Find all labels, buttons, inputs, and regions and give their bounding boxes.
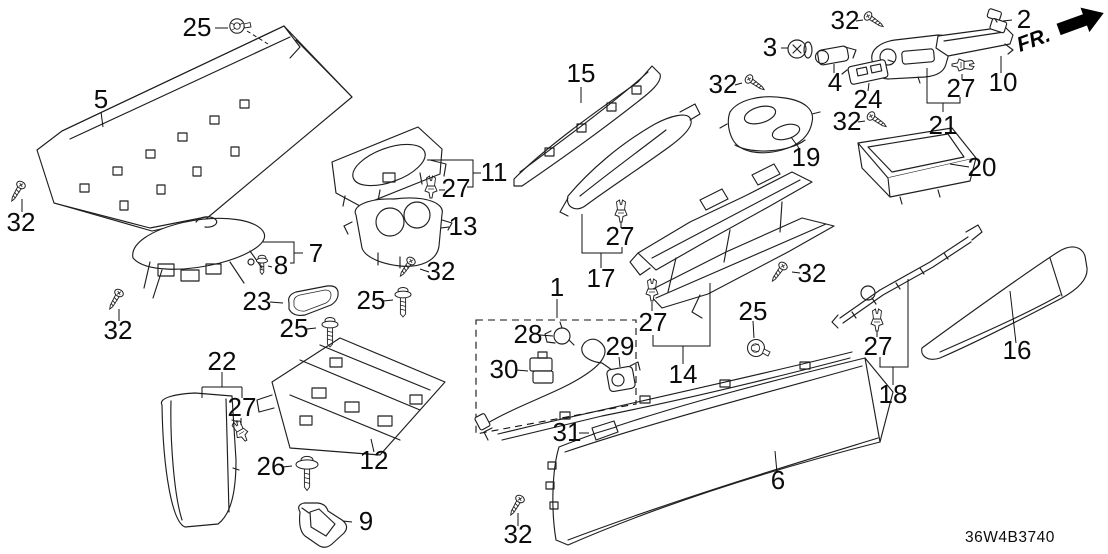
part-17-side-trim-garnish [559, 103, 701, 217]
part-9-console-bracket-hook [298, 502, 348, 548]
part-13-cup-holder [343, 197, 453, 269]
part-14-console-bracket-assembly [629, 163, 835, 319]
callouts: 25 2 32 3 32 4 24 27 10 21 5 15 32 19 20… [7, 4, 1032, 549]
callout-22[interactable]: 22 [208, 346, 237, 376]
callout-32[interactable]: 32 [709, 69, 738, 99]
callout-27[interactable]: 27 [442, 173, 471, 203]
screw-32-icon [506, 493, 527, 518]
callout-24[interactable]: 24 [854, 84, 883, 114]
callout-5[interactable]: 5 [94, 84, 108, 114]
part-5-console-side-garnish [36, 25, 353, 232]
callout-9[interactable]: 9 [359, 506, 373, 536]
callout-20[interactable]: 20 [968, 152, 997, 182]
bolt-26-icon [295, 455, 319, 491]
callout-15[interactable]: 15 [567, 58, 596, 88]
callout-32[interactable]: 32 [831, 5, 860, 35]
part-7-armrest-lid [132, 216, 266, 299]
part-2-clip-bracket [986, 8, 1008, 34]
part-15-front-trim-garnish [513, 65, 661, 187]
callout-32[interactable]: 32 [427, 256, 456, 286]
part-22-console-rear-panel [160, 392, 240, 528]
callout-25[interactable]: 25 [357, 285, 386, 315]
callout-27[interactable]: 27 [947, 73, 976, 103]
callout-12[interactable]: 12 [360, 445, 389, 475]
part-11-console-tray [331, 126, 447, 207]
callout-27[interactable]: 27 [639, 307, 668, 337]
callout-10[interactable]: 10 [989, 67, 1018, 97]
clip-27-icon [870, 308, 884, 332]
grommet-25-icon [746, 338, 771, 358]
callout-32[interactable]: 32 [504, 519, 533, 549]
bolt-25-icon [394, 287, 412, 318]
part-29-socket [606, 361, 641, 393]
callout-25[interactable]: 25 [183, 12, 212, 42]
callout-3[interactable]: 3 [763, 32, 777, 62]
bracket-lines [201, 68, 961, 425]
callout-27[interactable]: 27 [864, 331, 893, 361]
callout-32[interactable]: 32 [833, 106, 862, 136]
callout-27[interactable]: 27 [228, 392, 257, 422]
callout-25[interactable]: 25 [739, 296, 768, 326]
callout-19[interactable]: 19 [792, 142, 821, 172]
screw-32-icon [862, 9, 887, 31]
callout-32[interactable]: 32 [798, 258, 827, 288]
callout-17[interactable]: 17 [587, 263, 616, 293]
callout-29[interactable]: 29 [606, 331, 635, 361]
callout-2[interactable]: 2 [1017, 4, 1031, 34]
part-20-console-box [857, 127, 977, 205]
screw-32-icon [105, 287, 126, 312]
callout-21[interactable]: 21 [929, 110, 958, 140]
callout-16[interactable]: 16 [1003, 335, 1032, 365]
callout-30[interactable]: 30 [490, 354, 519, 384]
part-30-connector [529, 351, 554, 384]
callout-11[interactable]: 11 [481, 157, 508, 187]
part-3-knob-switch [787, 39, 813, 59]
callout-28[interactable]: 28 [514, 319, 543, 349]
part-18-console-trim-strip [831, 224, 983, 329]
screw-32-icon [743, 72, 768, 94]
callout-26[interactable]: 26 [257, 451, 286, 481]
part-28-socket [544, 321, 575, 346]
clip-27-icon [424, 175, 438, 199]
leader-line [21, 19, 1017, 526]
part-10-console-trim-bracket [935, 26, 1014, 57]
callout-27[interactable]: 27 [606, 221, 635, 251]
front-arrow-icon [1056, 7, 1104, 36]
clip-27-icon [951, 58, 975, 72]
callout-6[interactable]: 6 [771, 465, 785, 495]
screw-32-icon [768, 260, 790, 285]
callout-32[interactable]: 32 [7, 207, 36, 237]
callout-25[interactable]: 25 [280, 313, 309, 343]
part-19-shift-console-bezel [719, 96, 821, 154]
part-12-console-frame [256, 337, 446, 456]
callout-18[interactable]: 18 [879, 379, 908, 409]
callout-1[interactable]: 1 [550, 272, 564, 302]
leader-lines [21, 19, 1017, 526]
clip-27-icon [614, 199, 628, 223]
callout-23[interactable]: 23 [243, 286, 272, 316]
screw-8-icon [255, 254, 269, 275]
part-4-switch [814, 45, 857, 66]
callout-13[interactable]: 13 [449, 211, 478, 241]
part-16-rear-side-garnish [921, 246, 1088, 360]
part-23-console-gasket [288, 285, 339, 316]
screw-32-icon [7, 179, 28, 204]
part-31-pad [591, 420, 619, 441]
callout-31[interactable]: 31 [553, 417, 582, 447]
callout-14[interactable]: 14 [669, 359, 698, 389]
callout-7[interactable]: 7 [309, 238, 323, 268]
part-1-harness-kit-box [474, 319, 637, 435]
diagram-code: 36W4B3740 [965, 529, 1055, 546]
callout-32[interactable]: 32 [104, 315, 133, 345]
callout-4[interactable]: 4 [828, 67, 842, 97]
callout-8[interactable]: 8 [274, 250, 288, 280]
part-24-switch-assembly [841, 59, 895, 85]
